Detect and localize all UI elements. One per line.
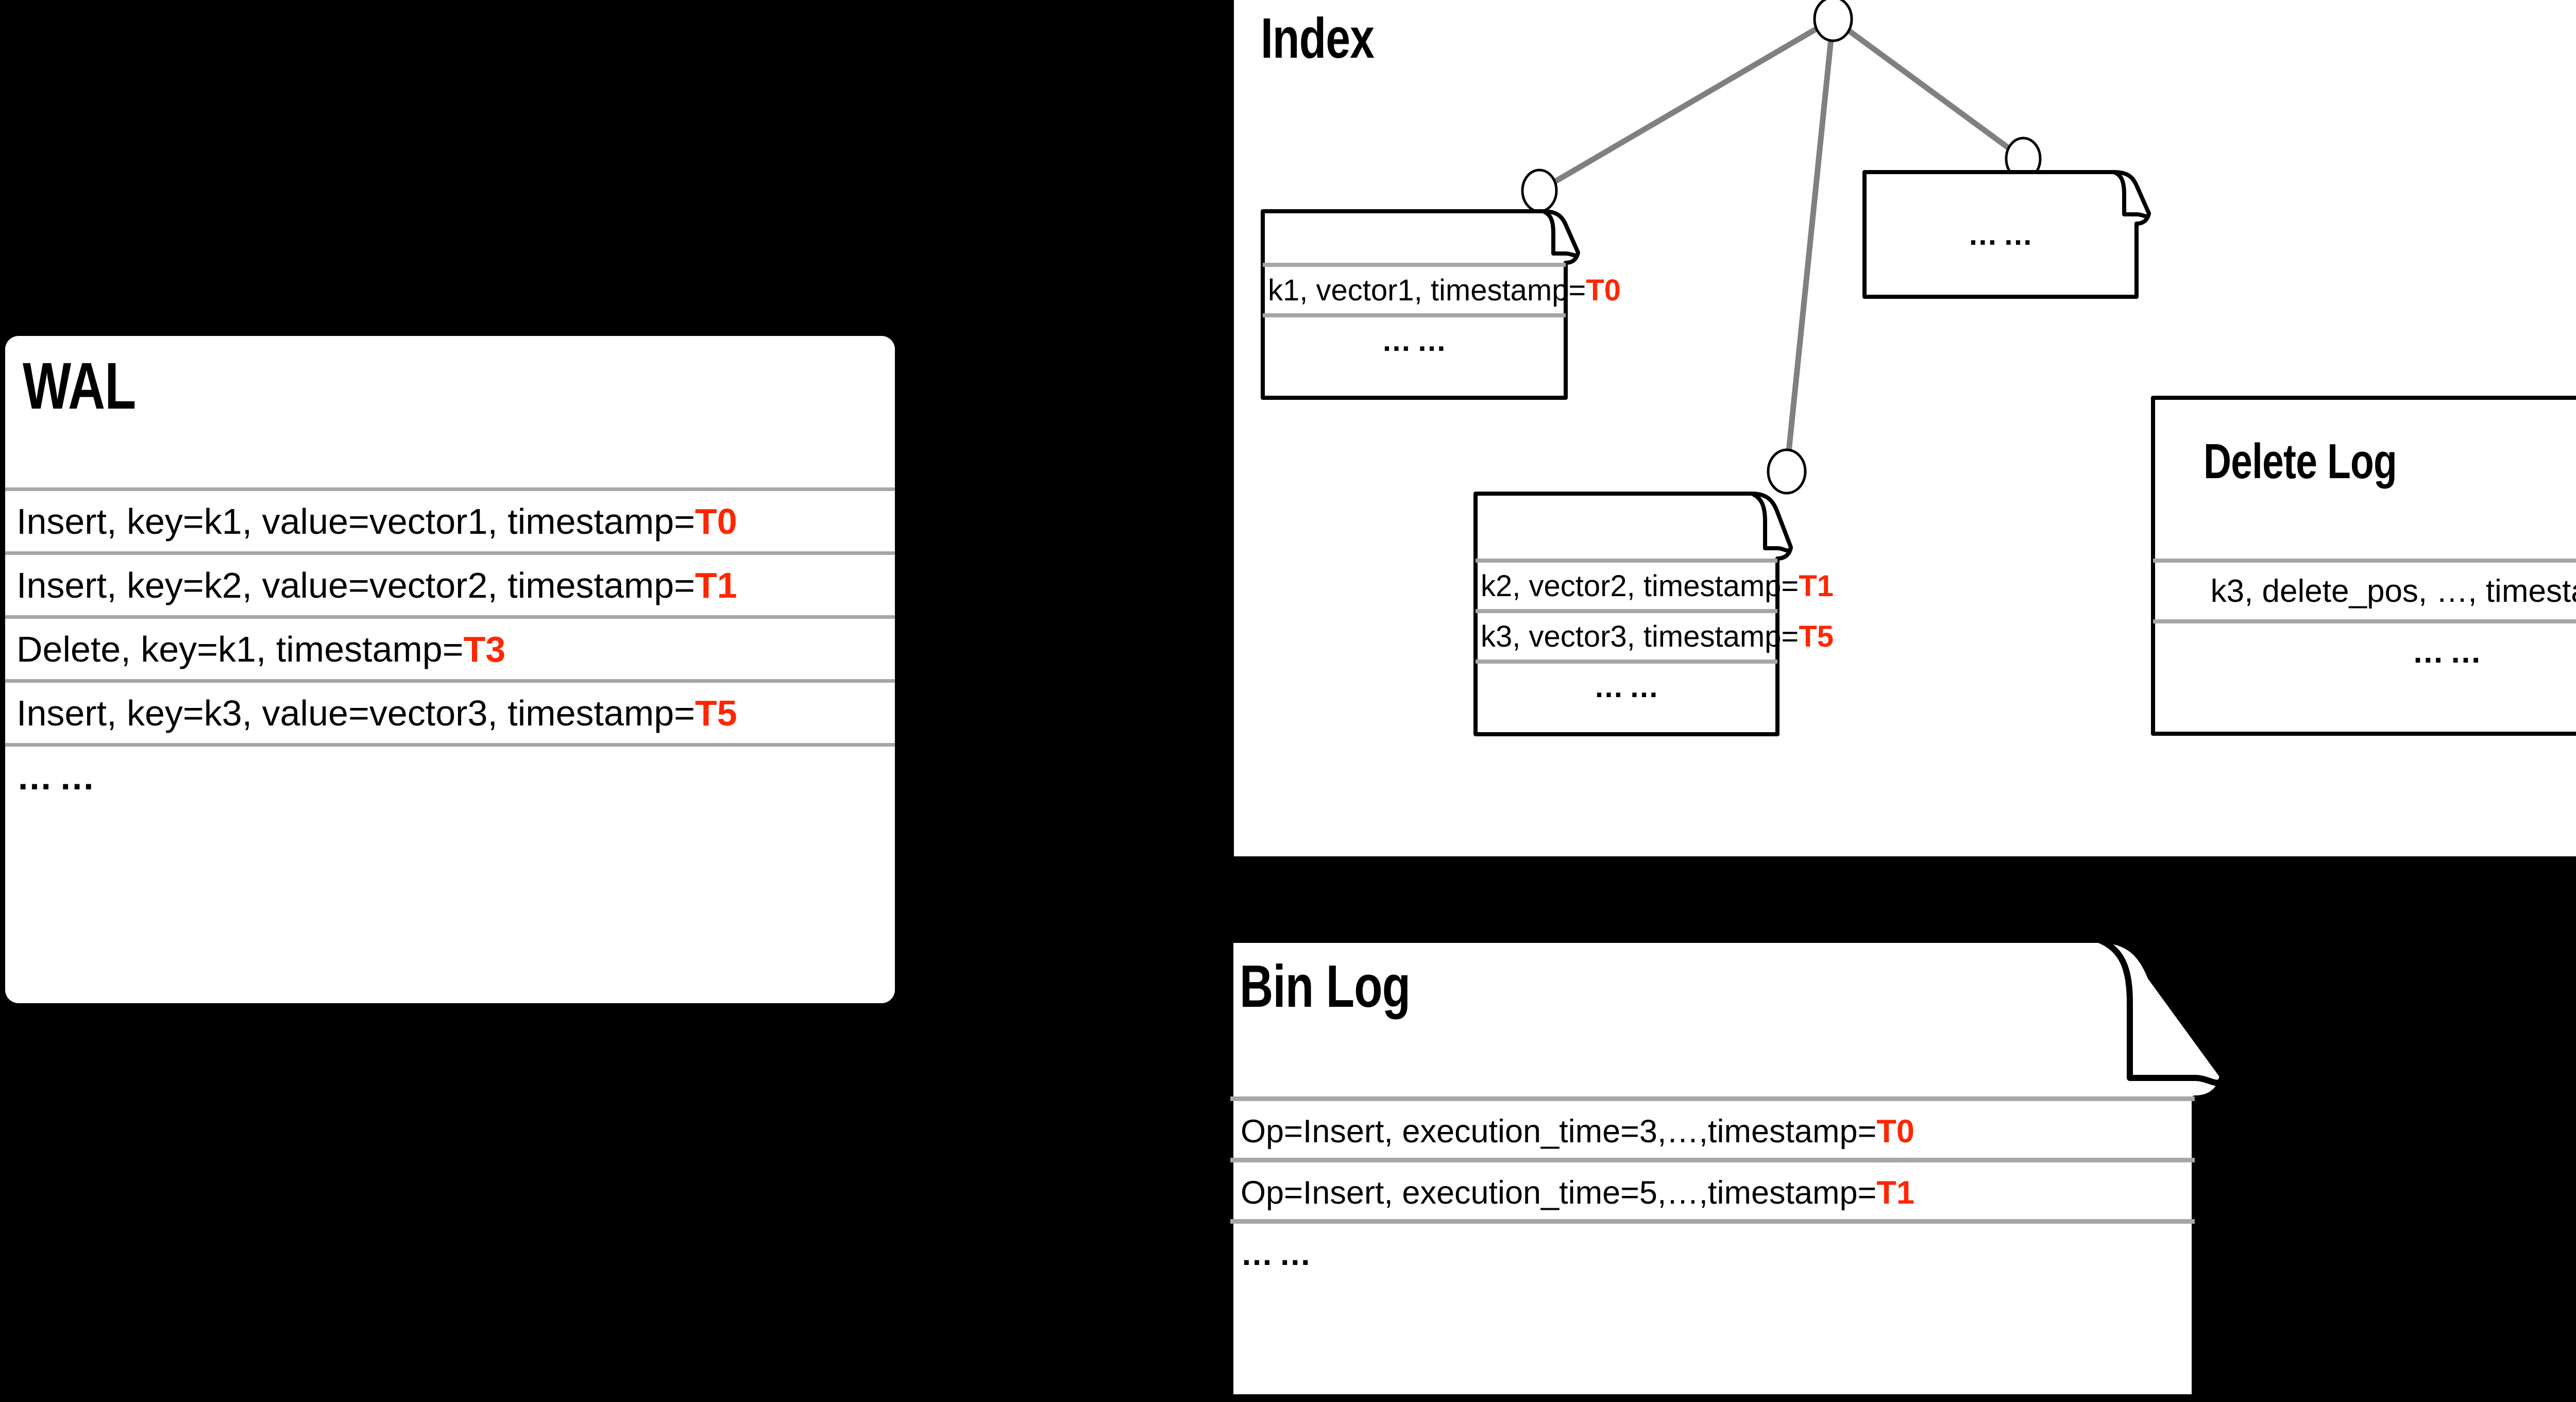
wal-title: WAL xyxy=(23,349,136,423)
wal-row-timestamp: T0 xyxy=(695,501,737,542)
leaf-row-text: …… xyxy=(1594,670,1665,704)
bin-log-row-timestamp: T0 xyxy=(1876,1113,1914,1150)
leaf-row-text: …… xyxy=(1968,217,2039,251)
bin-log-row-timestamp: T1 xyxy=(1876,1175,1914,1211)
wal-row-timestamp: T1 xyxy=(695,565,737,605)
leaf-row-timestamp: T1 xyxy=(1799,569,1834,603)
wal-row: Delete, key=k1, timestamp=T3 xyxy=(16,619,895,679)
bin-log-row-text: Op=Insert, execution_time=3,…,timestamp= xyxy=(1241,1113,1877,1150)
wal-row-text: Insert, key=k1, value=vector1, timestamp… xyxy=(16,501,696,542)
wal-row-timestamp: T5 xyxy=(695,692,737,733)
bin-log-separator xyxy=(1230,1158,2195,1162)
index-leaf-k1: k1, vector1, timestamp=T0 …… xyxy=(1261,209,1621,400)
leaf-row: k1, vector1, timestamp=T0 xyxy=(1268,267,1621,313)
leaf-row-ellipsis: …… xyxy=(1481,664,1777,710)
bin-log-row-text: …… xyxy=(1241,1236,1317,1272)
index-leaf-k2k3: k2, vector2, timestamp=T1 k3, vector3, t… xyxy=(1473,492,1834,736)
bin-log-separator xyxy=(1230,1219,2195,1224)
leaf-row-text: k1, vector1, timestamp= xyxy=(1268,273,1586,307)
leaf-row-text: …… xyxy=(1381,324,1452,358)
leaf-separator xyxy=(1476,609,1777,613)
leaf-row-text: k3, vector3, timestamp= xyxy=(1481,619,1799,653)
wal-row-text: Insert, key=k3, value=vector3, timestamp… xyxy=(16,692,696,733)
leaf-separator xyxy=(1263,263,1566,267)
delete-log-row: k3, delete_pos, …, timestamp=T3 xyxy=(2158,563,2576,619)
leaf-separator xyxy=(1263,313,1566,317)
wal-row-ellipsis: …… xyxy=(16,747,895,807)
wal-row: Insert, key=k1, value=vector1, timestamp… xyxy=(16,491,895,551)
delete-log-row-ellipsis: …… xyxy=(2158,623,2576,680)
wal-row-text: Insert, key=k2, value=vector2, timestamp… xyxy=(16,565,696,605)
wal-separator xyxy=(5,487,895,491)
leaf-row-text: k2, vector2, timestamp= xyxy=(1481,569,1799,603)
leaf-row-timestamp: T5 xyxy=(1799,619,1834,653)
wal-separator xyxy=(5,743,895,747)
delete-log-separator xyxy=(2153,619,2576,623)
tree-node-left xyxy=(1521,168,1558,213)
bin-log-row: Op=Insert, execution_time=3,…,timestamp=… xyxy=(1241,1101,2195,1162)
wal-row-text: …… xyxy=(16,756,102,797)
leaf-separator xyxy=(1476,559,1777,563)
wal-row: Insert, key=k3, value=vector3, timestamp… xyxy=(16,683,895,743)
index-leaf-right: …… xyxy=(1862,170,2151,299)
leaf-row-ellipsis: …… xyxy=(1268,317,1566,364)
leaf-row: k2, vector2, timestamp=T1 xyxy=(1481,563,1834,609)
bin-log-row: Op=Insert, execution_time=5,…,timestamp=… xyxy=(1241,1162,2195,1223)
tree-node-middle xyxy=(1767,448,1807,495)
wal-panel: WAL Insert, key=k1, value=vector1, times… xyxy=(5,336,895,1003)
bin-log-row-text: Op=Insert, execution_time=5,…,timestamp= xyxy=(1241,1175,1877,1211)
tree-node-root xyxy=(1813,0,1853,42)
index-panel: Index k1, vector1, timestamp=T0 …… xyxy=(1234,0,2576,856)
bin-log-separator xyxy=(1230,1096,2195,1101)
index-title: Index xyxy=(1261,7,1375,70)
wal-row: Insert, key=k2, value=vector2, timestamp… xyxy=(16,555,895,615)
bin-log-row-ellipsis: …… xyxy=(1241,1224,2195,1285)
bin-log-card: Bin Log Op=Insert, execution_time=3,…,ti… xyxy=(1227,937,2228,1400)
delete-log-row-text: …… xyxy=(2412,634,2488,670)
bin-log-title: Bin Log xyxy=(1240,953,1411,1020)
delete-log-row-text: k3, delete_pos, …, timestamp= xyxy=(2210,573,2576,609)
leaf-row-ellipsis: …… xyxy=(1870,211,2137,258)
wal-separator xyxy=(5,679,895,683)
delete-log-card: Delete Log k3, delete_pos, …, timestamp=… xyxy=(2151,396,2576,736)
wal-row-timestamp: T3 xyxy=(463,629,506,669)
wal-separator xyxy=(5,615,895,619)
leaf-row-timestamp: T0 xyxy=(1586,273,1621,307)
wal-row-text: Delete, key=k1, timestamp= xyxy=(16,629,464,669)
leaf-row: k3, vector3, timestamp=T5 xyxy=(1481,613,1834,660)
wal-separator xyxy=(5,551,895,555)
delete-log-separator xyxy=(2153,559,2576,563)
leaf-separator xyxy=(1476,660,1777,664)
delete-log-title: Delete Log xyxy=(2204,434,2397,489)
